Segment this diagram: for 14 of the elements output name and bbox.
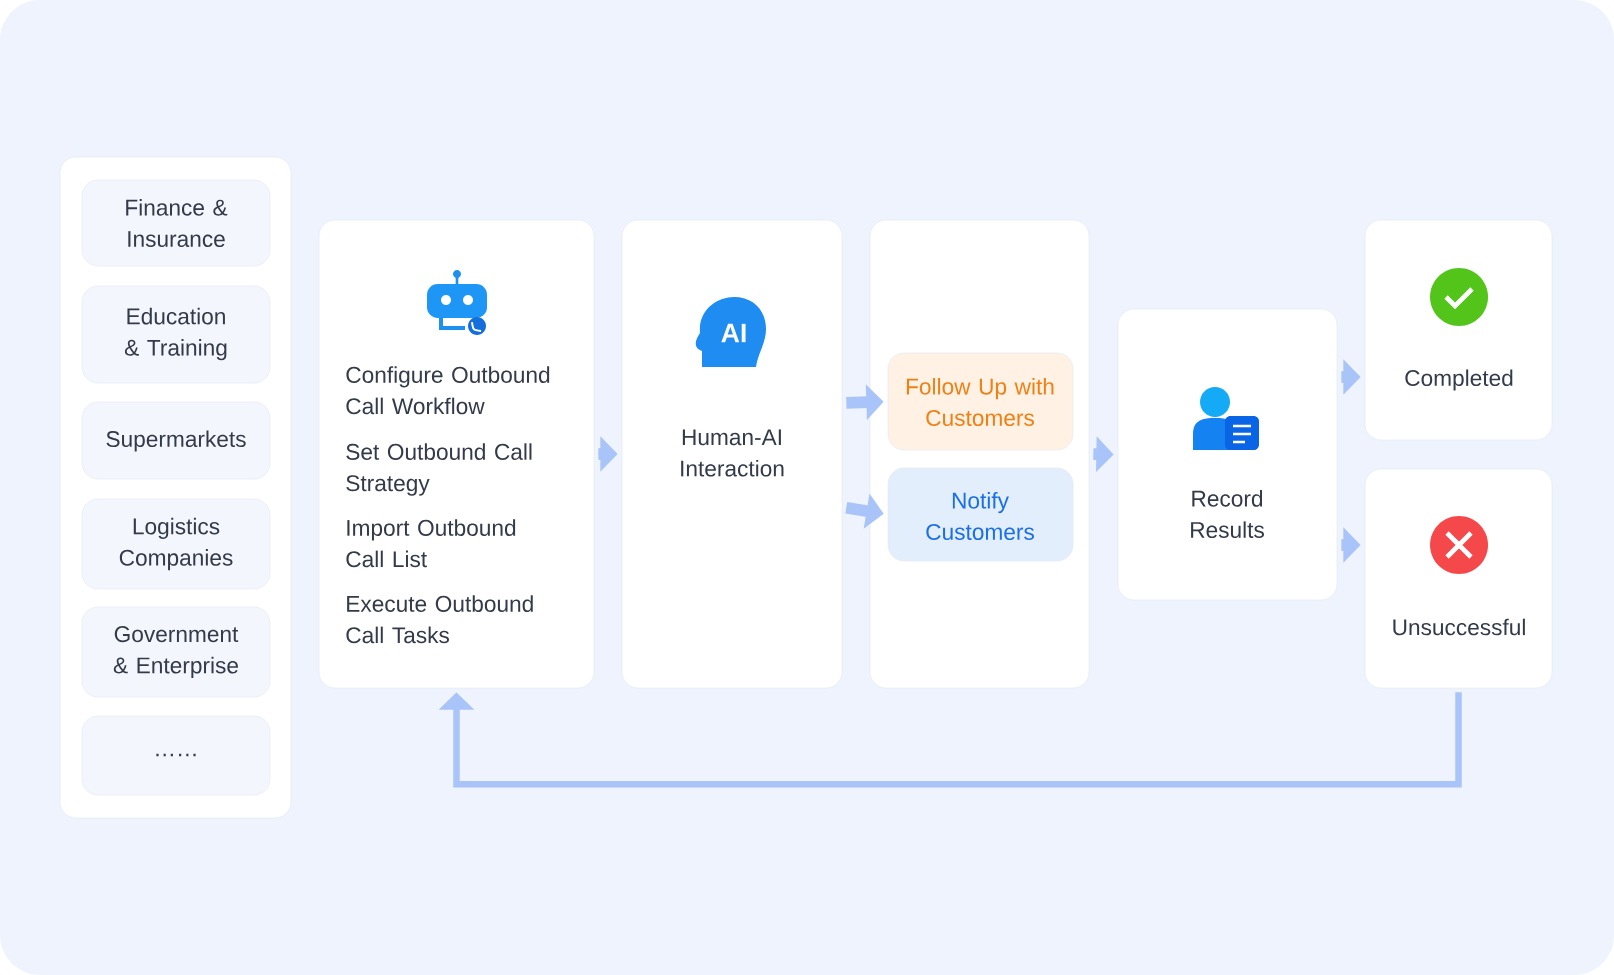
category-box: Logistics Companies [81,498,271,590]
action-box: Notify Customers [887,467,1074,562]
category-box: Education & Training [81,285,271,384]
action-box: Follow Up with Customers [887,352,1074,451]
card: Completed [1364,219,1553,441]
category-box: Government & Enterprise [81,606,271,698]
card: Record Results [1117,308,1338,601]
category-box: Supermarkets [81,401,271,480]
category-box: Finance & Insurance [81,179,271,267]
card: Configure Outbound Call Workflow Set Outbound Call Strategy Import Outbound Call List Execute Outbound Call Tasks [318,219,595,689]
arrow [438,692,1462,788]
category-box: …… [81,715,271,796]
icon-text: AI [721,323,746,343]
card: Unsuccessful [1364,468,1553,689]
